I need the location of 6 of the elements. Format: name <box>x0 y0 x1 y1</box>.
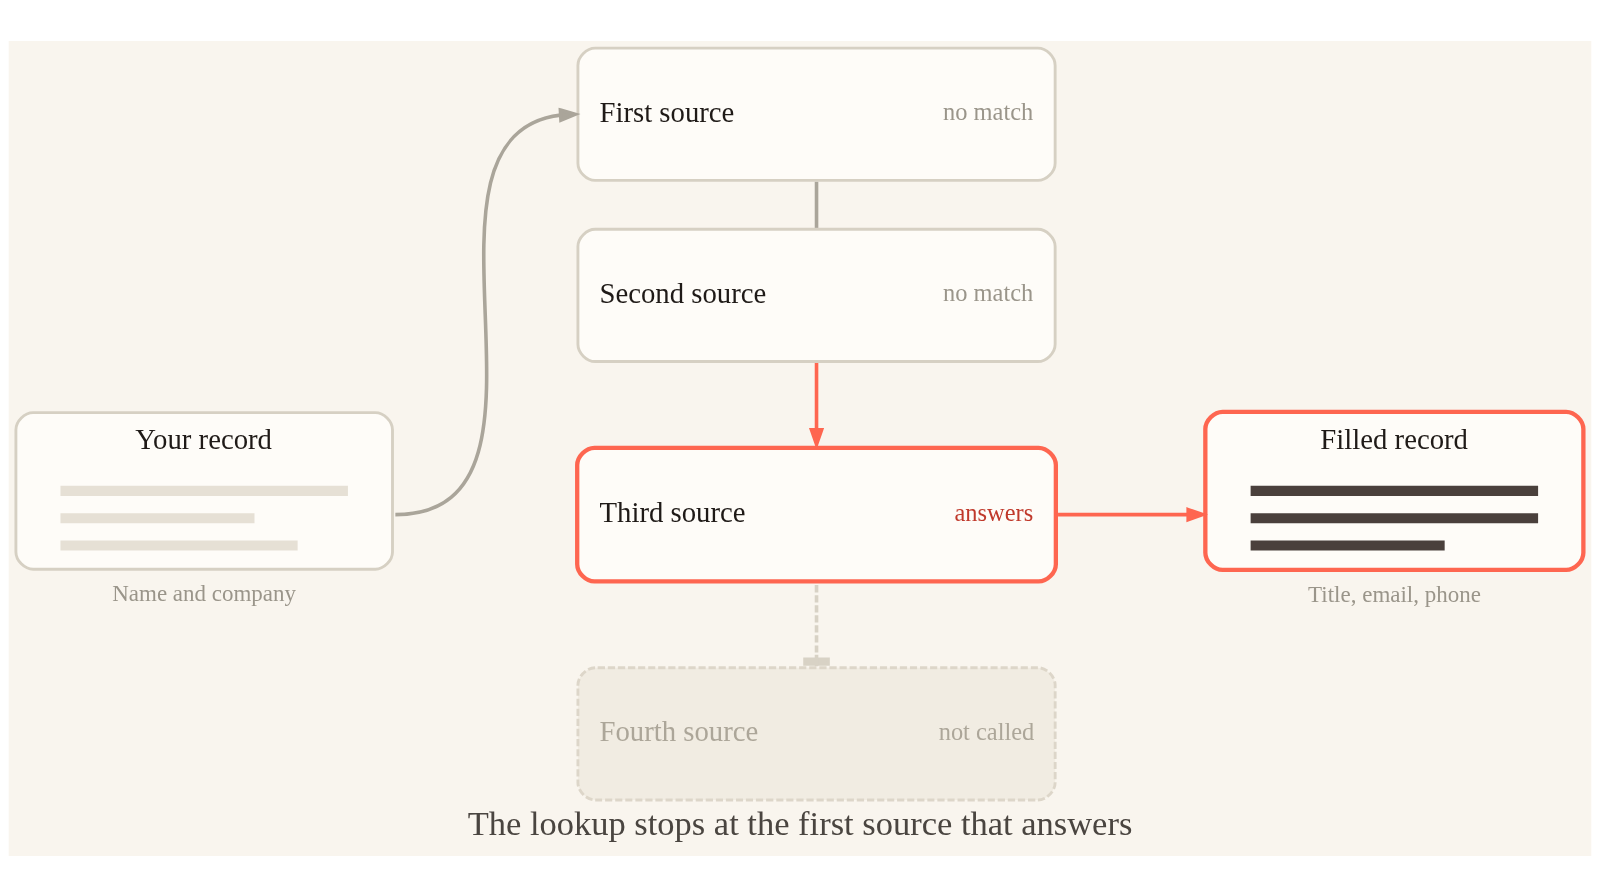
node-label: Name and company <box>112 580 297 606</box>
arrow <box>395 107 581 516</box>
connector <box>814 181 819 228</box>
arrow <box>1058 506 1208 522</box>
node-label: Title, email, phone <box>1308 581 1481 607</box>
caption: The lookup stops at the first source that answers <box>467 803 1133 842</box>
